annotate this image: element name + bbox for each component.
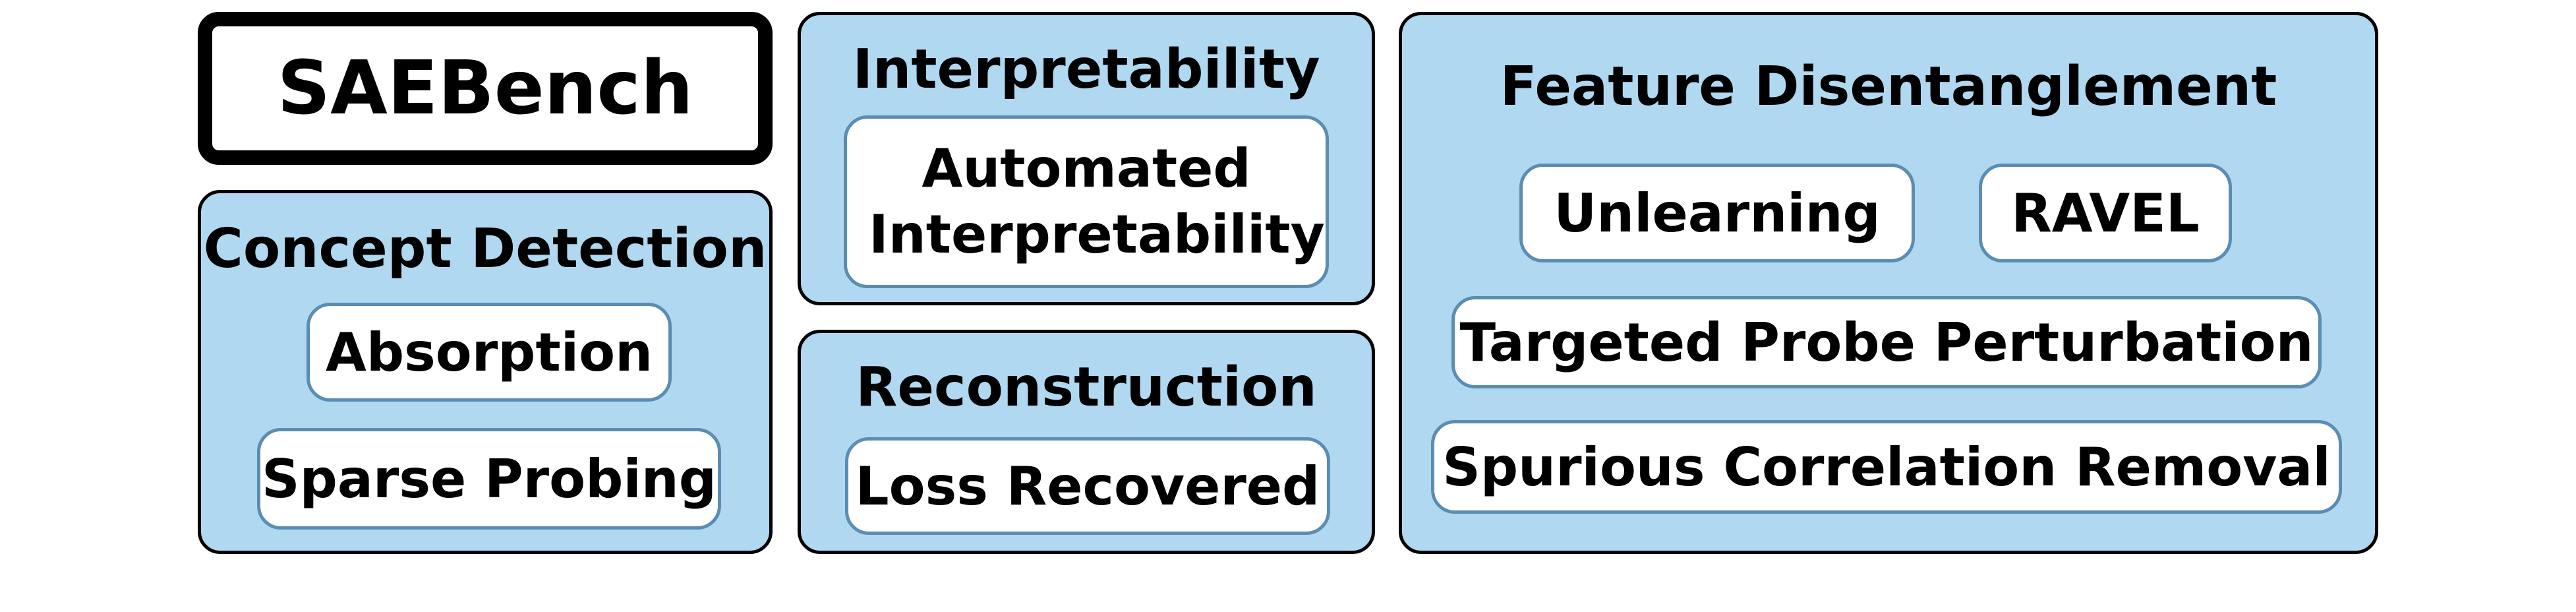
- category-title-interpretability: Interpretability: [852, 38, 1320, 101]
- category-reconstruction: Reconstruction Loss Recovered: [798, 330, 1375, 554]
- metric-spurious-correlation-removal: Spurious Correlation Removal: [1431, 420, 2342, 514]
- category-title-feature-disentanglement: Feature Disentanglement: [1500, 55, 2277, 118]
- category-title-concept-detection: Concept Detection: [203, 218, 767, 280]
- metric-automated-interpretability: Automated Interpretability: [844, 115, 1329, 288]
- saebench-title-box: SAEBench: [198, 12, 773, 165]
- metric-loss-recovered: Loss Recovered: [845, 437, 1330, 535]
- metric-unlearning: Unlearning: [1519, 164, 1915, 262]
- diagram-title: SAEBench: [277, 46, 693, 131]
- metric-sparse-probing: Sparse Probing: [257, 428, 721, 530]
- metric-targeted-probe-perturbation: Targeted Probe Perturbation: [1451, 296, 2322, 388]
- category-concept-detection: Concept Detection Absorption Sparse Prob…: [198, 190, 773, 554]
- metric-ravel: RAVEL: [1979, 164, 2232, 262]
- category-feature-disentanglement: Feature Disentanglement Unlearning RAVEL…: [1399, 12, 2378, 554]
- category-interpretability: Interpretability Automated Interpretabil…: [798, 12, 1375, 305]
- metric-absorption: Absorption: [307, 303, 672, 402]
- category-title-reconstruction: Reconstruction: [856, 356, 1317, 419]
